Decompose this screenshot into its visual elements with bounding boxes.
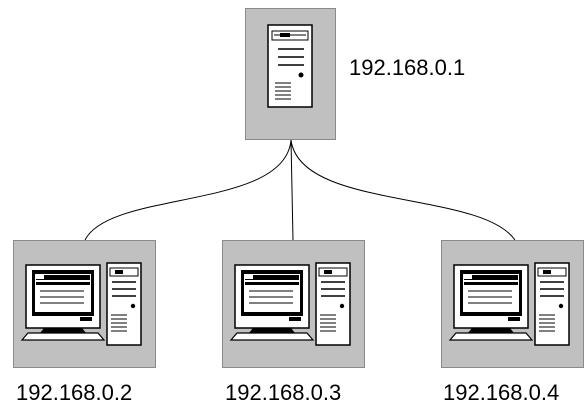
- client-2-ip-label: 192.168.0.3: [225, 380, 342, 405]
- client-node-3: [441, 240, 584, 368]
- connector-line-client-1: [84, 139, 292, 241]
- workstation-icon: [229, 262, 351, 346]
- server-tower-icon: [267, 24, 313, 108]
- workstation-icon: [20, 262, 142, 346]
- connector-line-client-2: [290, 139, 294, 241]
- client-node-2: [222, 240, 365, 368]
- connector-line-client-3: [290, 139, 516, 241]
- client-3-ip-label: 192.168.0.4: [443, 380, 560, 405]
- client-node-1: [13, 240, 156, 368]
- server-node: [245, 8, 336, 140]
- server-ip-label: 192.168.0.1: [349, 55, 466, 80]
- client-1-ip-label: 192.168.0.2: [16, 380, 133, 405]
- workstation-icon: [448, 262, 570, 346]
